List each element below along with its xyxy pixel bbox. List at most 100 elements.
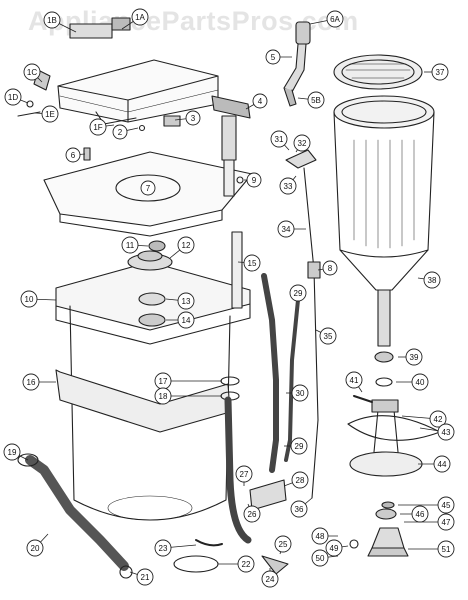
callout-bubble: [270, 130, 288, 148]
callout-bubble: [293, 134, 311, 152]
callout-label: 8: [328, 264, 333, 273]
callout-c31: 31: [270, 130, 290, 151]
callout-bubble: [325, 539, 343, 557]
callout-c13: 13: [165, 292, 195, 310]
callout-c1E: 1E: [34, 105, 59, 123]
callout-bubble: [89, 118, 107, 136]
callout-label: 12: [182, 241, 191, 250]
screw-9: [236, 176, 244, 184]
callout-bubble: [277, 220, 295, 238]
callout-bubble: [20, 290, 38, 308]
callout-bubble: [26, 539, 44, 557]
callout-bubble: [274, 535, 292, 553]
ring-22: [173, 555, 219, 573]
callout-label: 32: [298, 139, 307, 148]
callout-bubble: [65, 147, 81, 163]
callout-bubble: [319, 327, 337, 345]
callout-c1F: 1F: [89, 118, 115, 136]
callout-c20: 20: [26, 533, 49, 557]
callout-label: 28: [296, 476, 305, 485]
basket-top-grill-part: [333, 54, 423, 90]
callout-c34: 34: [277, 220, 306, 238]
callout-label: 18: [159, 392, 168, 401]
callout-c6: 6: [65, 147, 86, 163]
callout-label: 38: [428, 276, 437, 285]
hose-clip-21: [119, 565, 133, 579]
callout-bubble: [43, 11, 61, 29]
callout-c7: 7: [140, 180, 156, 196]
callout-label: 11: [126, 241, 135, 250]
callout-c6A: 6A: [309, 10, 344, 28]
callout-label: 33: [284, 182, 293, 191]
callout-bubble: [437, 540, 455, 558]
callout-c28: 28: [283, 471, 309, 489]
callout-c47: 47: [404, 513, 455, 531]
motor-support-part: [347, 395, 441, 477]
callout-bubble: [291, 384, 309, 402]
callout-label: 41: [350, 376, 359, 385]
callout-bubble: [154, 539, 172, 557]
callout-label: 23: [159, 544, 168, 553]
callout-bubble: [237, 555, 255, 573]
callout-label: 49: [330, 544, 339, 553]
callout-bubble: [311, 549, 329, 567]
callout-c43: 43: [419, 423, 455, 441]
callout-label: 39: [410, 353, 419, 362]
callout-label: 1A: [135, 13, 145, 22]
callout-bubble: [405, 348, 423, 366]
callout-bubble: [429, 410, 447, 428]
callout-bubble: [177, 292, 195, 310]
callout-label: 35: [324, 332, 333, 341]
callout-c44: 44: [418, 455, 451, 473]
drain-pipe-part: [224, 396, 252, 544]
callout-label: 29: [294, 289, 303, 298]
callout-c35: 35: [315, 327, 337, 345]
callout-label: 6: [71, 151, 76, 160]
callout-c24: 24: [261, 568, 279, 588]
callout-label: 31: [275, 135, 284, 144]
callout-c12: 12: [169, 236, 195, 259]
callout-c22: 22: [218, 555, 255, 573]
callout-label: 43: [442, 428, 451, 437]
callout-label: 1E: [45, 110, 55, 119]
callout-label: 15: [248, 259, 257, 268]
callout-label: 46: [416, 510, 425, 519]
callout-bubble: [289, 284, 307, 302]
callout-c11: 11: [121, 236, 149, 254]
callout-c14: 14: [166, 311, 195, 329]
filler-neck-part: [283, 21, 311, 107]
callout-label: 21: [141, 573, 150, 582]
callout-label: 36: [295, 505, 304, 514]
base-bracket-part: [349, 501, 409, 557]
callout-c32: 32: [293, 134, 311, 153]
callout-c18: 18: [154, 387, 222, 405]
callout-label: 4: [258, 97, 263, 106]
callout-c1B: 1B: [43, 11, 77, 33]
callout-bubble: [265, 49, 281, 65]
callout-label: 1C: [27, 68, 37, 77]
callout-label: 48: [316, 532, 325, 541]
callout-label: 27: [240, 470, 249, 479]
hose-29: [284, 298, 300, 462]
callout-c37: 37: [424, 63, 449, 81]
spin-basket-part: [333, 95, 435, 347]
callout-bubble: [23, 63, 41, 81]
callout-c4: 4: [245, 93, 268, 110]
callout-bubble: [243, 254, 261, 272]
callout-label: 16: [27, 378, 36, 387]
callout-label: 1B: [47, 16, 57, 25]
callout-bubble: [326, 10, 344, 28]
callout-label: 30: [296, 389, 305, 398]
callout-c25: 25: [274, 535, 292, 555]
callout-c10: 10: [20, 290, 57, 308]
callout-bubble: [177, 311, 195, 329]
callout-label: 40: [416, 378, 425, 387]
callout-label: 1D: [8, 93, 18, 102]
callout-bubble: [140, 180, 156, 196]
callout-bubble: [279, 177, 297, 195]
callout-label: 42: [434, 415, 443, 424]
callout-bubble: [131, 8, 149, 26]
callout-label: 24: [266, 575, 275, 584]
